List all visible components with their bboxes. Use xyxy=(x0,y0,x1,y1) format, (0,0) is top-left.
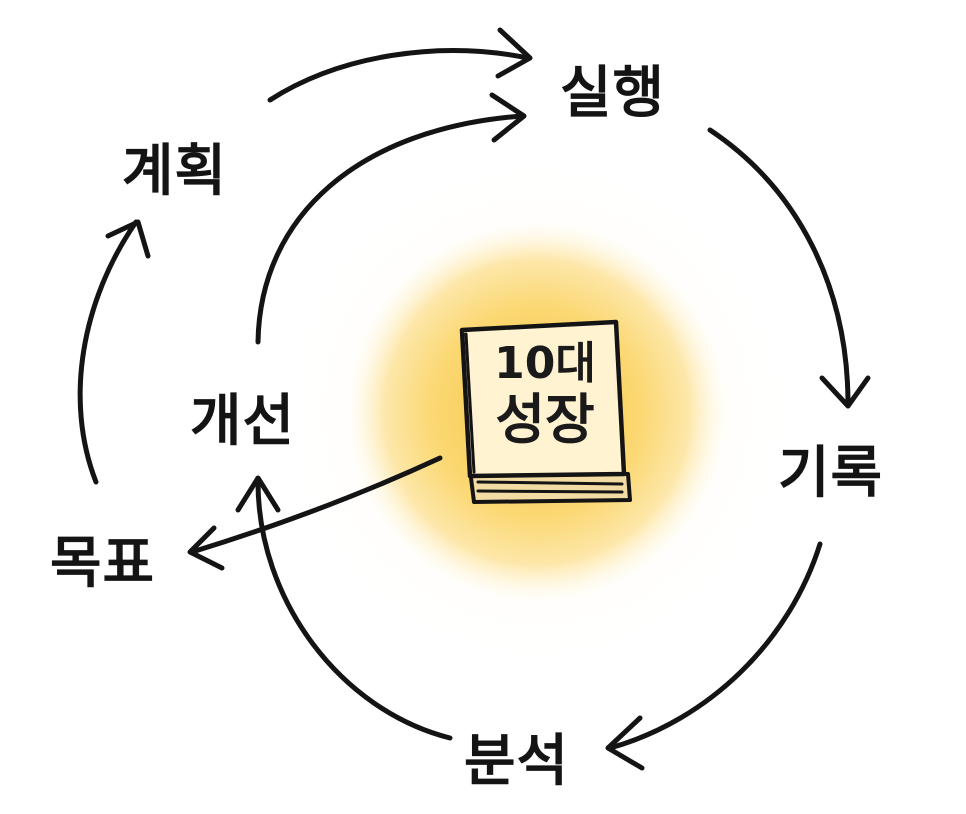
node-record: 기록 xyxy=(778,441,883,506)
arrow-goal-to-plan xyxy=(77,219,151,485)
node-improve: 개선 xyxy=(190,389,295,454)
arrow-improve-to-execute xyxy=(255,92,527,345)
node-plan: 계획 xyxy=(122,139,227,204)
node-goal: 목표 xyxy=(50,531,155,596)
arrow-execute-to-record xyxy=(707,127,871,409)
book-title-line1: 10대 xyxy=(494,338,596,389)
node-analyze: 분석 xyxy=(464,729,569,794)
book-icon: 10대 성장 xyxy=(459,319,632,504)
book-title-line2: 성장 xyxy=(495,388,594,451)
arrow-center-to-goal xyxy=(187,455,443,571)
arrow-record-to-analyze xyxy=(605,541,823,771)
node-execute: 실행 xyxy=(560,61,665,126)
arrow-plan-to-execute xyxy=(267,27,533,103)
